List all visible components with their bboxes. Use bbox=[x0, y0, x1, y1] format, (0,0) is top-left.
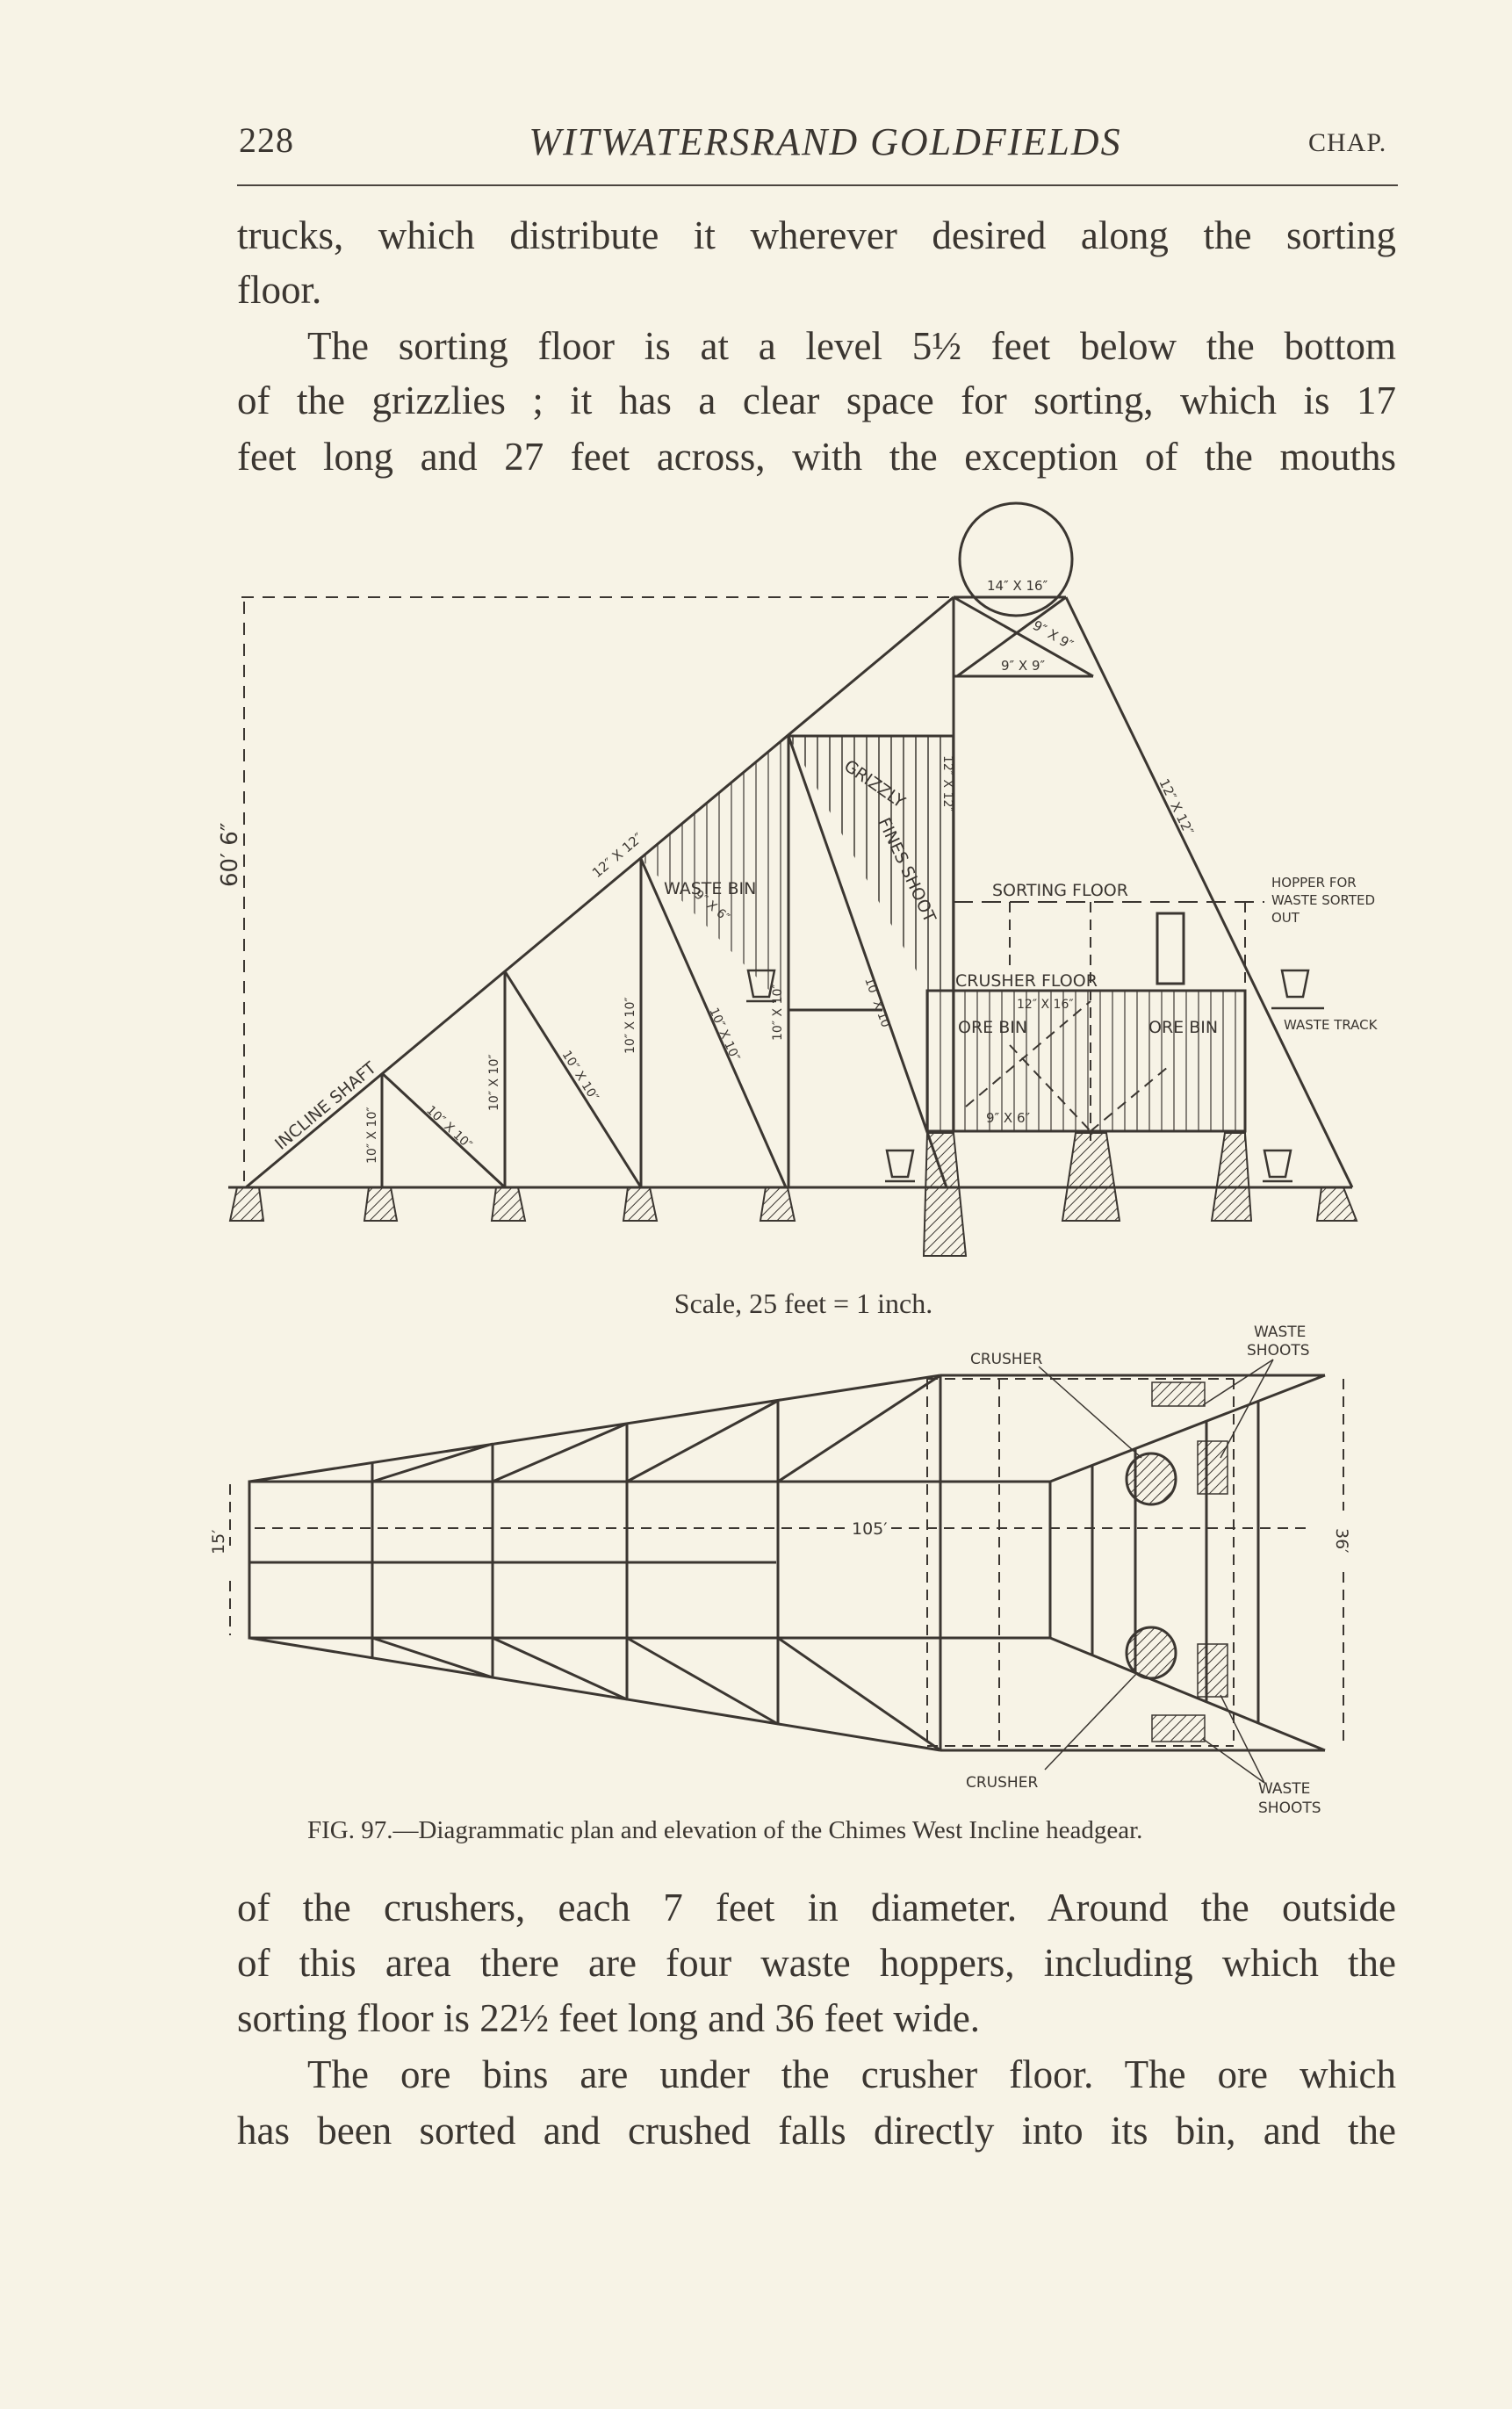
crusher-circle bbox=[1125, 1452, 1177, 1506]
member-size: 10″ X 10″ bbox=[861, 976, 894, 1034]
strut-size: 12″ X 12″ bbox=[589, 830, 646, 882]
header-rule bbox=[237, 184, 1398, 186]
ore-bin-label: ORE BIN bbox=[1148, 1018, 1218, 1037]
trucks bbox=[746, 969, 1324, 1183]
body-line: has been sorted and crushed falls direct… bbox=[237, 2109, 1396, 2153]
bin-beam-size: 9″ X 6″ bbox=[986, 1110, 1031, 1126]
waste-shoots-label-bottom: SHOOTS bbox=[1258, 1800, 1321, 1817]
member-size: 10″ X 10″ bbox=[559, 1049, 601, 1104]
sorting-floor-label: SORTING FLOOR bbox=[992, 881, 1128, 900]
hopper-label: WASTE SORTED bbox=[1271, 892, 1375, 908]
member-size: 10″ X 10″ bbox=[487, 1054, 501, 1111]
waste-shoots bbox=[1151, 1381, 1228, 1742]
crusher-label-bottom: CRUSHER bbox=[966, 1774, 1038, 1792]
member-size: 10″ X 10″ bbox=[365, 1107, 379, 1164]
crusher-floor-label: CRUSHER FLOOR bbox=[955, 971, 1098, 991]
body-line: sorting floor is 22½ feet long and 36 fe… bbox=[237, 1996, 981, 2040]
page-number: 228 bbox=[239, 120, 294, 160]
sheave-wheel bbox=[958, 501, 1074, 617]
member-size: 10″ X 10″ bbox=[771, 984, 785, 1041]
member-size: 10″ X 10″ bbox=[423, 1103, 474, 1152]
waste-track-label: WASTE TRACK bbox=[1284, 1017, 1379, 1033]
figure-caption: FIG. 97.—Diagrammatic plan and elevation… bbox=[307, 1816, 1143, 1844]
member-size: 10″ X 10″ bbox=[623, 997, 637, 1054]
height-dimension: 60′ 6″ bbox=[217, 822, 243, 887]
body-line: feet long and 27 feet across, with the e… bbox=[237, 435, 1396, 479]
incline-shaft-label: INCLINE SHAFT bbox=[271, 1058, 380, 1154]
ore-bin-label: ORE BIN bbox=[958, 1018, 1027, 1037]
crusher-circle bbox=[1125, 1626, 1177, 1680]
body-line: of the grizzlies ; it has a clear space … bbox=[237, 379, 1396, 422]
hopper-label: HOPPER FOR bbox=[1271, 875, 1357, 891]
body-line: The ore bins are under the crusher floor… bbox=[307, 2052, 1396, 2096]
crusher-icon bbox=[1156, 912, 1185, 985]
member-size: 10″ X 10″ bbox=[706, 1006, 742, 1064]
crusher-label-top: CRUSHER bbox=[970, 1351, 1042, 1368]
waste-shoots-label-bottom: WASTE bbox=[1258, 1780, 1310, 1798]
beam-size: 12″ X 16″ bbox=[1017, 998, 1074, 1012]
running-title: WITWATERSRAND GOLDFIELDS bbox=[529, 120, 1122, 163]
chapter-label: CHAP. bbox=[1308, 128, 1387, 157]
elevation-drawing bbox=[228, 501, 1358, 1257]
waste-shoots-label-top: SHOOTS bbox=[1247, 1342, 1310, 1360]
scale-note: Scale, 25 feet = 1 inch. bbox=[673, 1287, 933, 1319]
leg-size: 12″ X 12″ bbox=[1156, 776, 1197, 838]
body-line: trucks, which distribute it wherever des… bbox=[237, 213, 1396, 257]
hopper-label: OUT bbox=[1271, 910, 1300, 926]
body-line: of this area there are four waste hopper… bbox=[237, 1941, 1396, 1985]
body-line: of the crushers, each 7 feet in diameter… bbox=[237, 1886, 1396, 1929]
body-line: The sorting floor is at a level 5½ feet … bbox=[307, 324, 1396, 368]
footings bbox=[228, 1132, 1358, 1257]
brace-diag-size: 9″ X 9″ bbox=[1030, 617, 1076, 653]
sheave-size: 14″ X 16″ bbox=[987, 578, 1048, 594]
brace-size: 9″ X 9″ bbox=[1001, 658, 1046, 674]
width-left-dimension: 15′ bbox=[209, 1530, 228, 1555]
waste-bin-label: WASTE BIN bbox=[664, 879, 756, 898]
waste-shoots-label-top: WASTE bbox=[1254, 1324, 1306, 1341]
width-right-dimension: 36′ bbox=[1332, 1528, 1351, 1554]
body-line: floor. bbox=[237, 268, 322, 312]
plan-drawing bbox=[229, 1359, 1344, 1784]
post-size: 12″ X 12″ bbox=[940, 755, 954, 812]
length-dimension: 105′ bbox=[852, 1519, 888, 1539]
